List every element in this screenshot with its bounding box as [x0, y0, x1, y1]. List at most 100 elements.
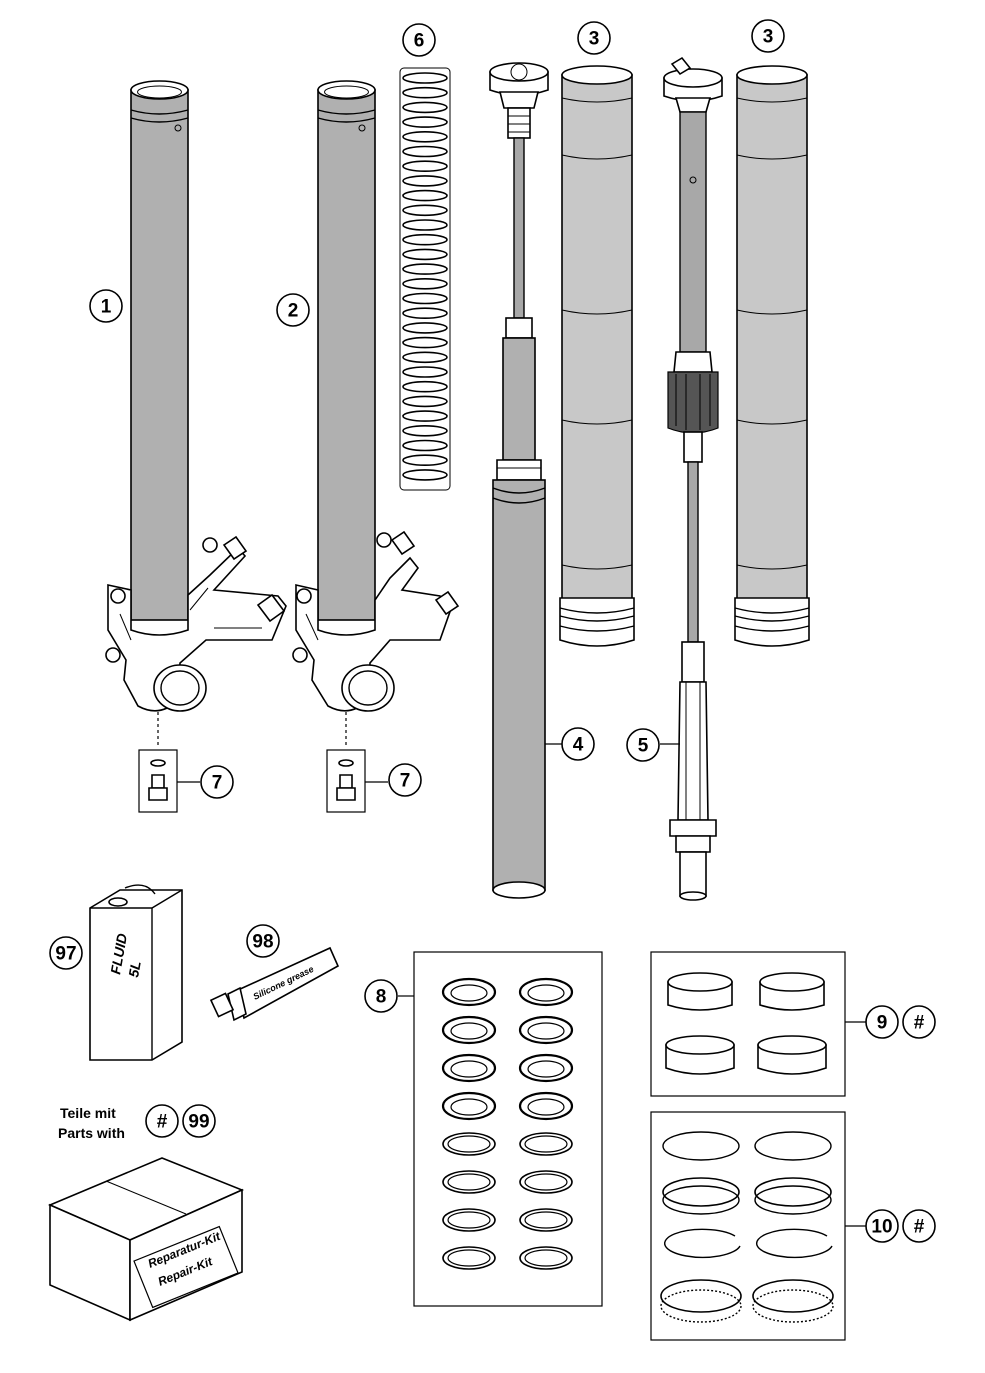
svg-text:9: 9 [877, 1013, 888, 1034]
bushing-ring-inner [447, 1173, 491, 1191]
bushing-ring-inner [447, 1249, 491, 1267]
bushing-ring [519, 1208, 573, 1232]
spring-coil [402, 277, 448, 290]
svg-text:6: 6 [414, 31, 425, 52]
callout-6: 6 [402, 23, 436, 57]
repair-kit-box: Reparatur-Kit Repair-Kit [47, 1157, 245, 1322]
spring-coil [402, 439, 448, 452]
callout-10-hash: # [902, 1209, 936, 1243]
bushing-ring-inner [527, 1022, 565, 1040]
bushing-ring-inner [450, 1060, 488, 1078]
inner-tube-right [734, 65, 810, 647]
spring-coil [402, 395, 448, 408]
bushing-ring-inner [524, 1249, 568, 1267]
spring-coil [402, 189, 448, 202]
callout-4: 4 [561, 727, 595, 761]
bushing-ring [442, 1246, 496, 1270]
cartridge-right [663, 56, 723, 901]
bushing-ring [519, 1246, 573, 1270]
spring-coil [402, 116, 448, 128]
spring-coil [402, 72, 448, 84]
svg-text:97: 97 [55, 944, 76, 965]
bushing-ring-inner [450, 1022, 488, 1040]
spring-coil [402, 307, 448, 320]
outer-tube-left [105, 80, 287, 712]
spring-coil [402, 175, 448, 187]
callout-2: 2 [276, 293, 310, 327]
svg-text:99: 99 [188, 1112, 209, 1133]
fork-spring [399, 67, 451, 491]
callout-1: 1 [89, 289, 123, 323]
spring-coil [402, 145, 448, 158]
spring-coil [402, 336, 448, 349]
spring-coil [402, 86, 448, 99]
callout-99-hash: # [145, 1104, 179, 1138]
svg-text:5: 5 [638, 736, 649, 757]
bushing-ring-inner [447, 1211, 491, 1229]
callout-10: 10 [865, 1209, 899, 1243]
svg-text:3: 3 [589, 29, 600, 50]
svg-text:8: 8 [376, 987, 387, 1008]
callout-7-right: 7 [388, 763, 422, 797]
callout-3-left: 3 [577, 21, 611, 55]
callout-9-hash: # [902, 1005, 936, 1039]
svg-text:2: 2 [288, 301, 299, 322]
bushing-ring-inner [527, 1060, 565, 1078]
cartridge-left [489, 62, 549, 899]
svg-text:3: 3 [763, 27, 774, 48]
inner-tube-left [559, 65, 635, 647]
svg-text:10: 10 [871, 1217, 892, 1238]
drain-screw-left [138, 712, 178, 813]
fluid-volume-label: 5L [125, 960, 144, 979]
spring-coil [402, 424, 448, 437]
spring-coil [402, 366, 448, 378]
svg-text:98: 98 [252, 932, 273, 953]
note-line-de: Teile mit [60, 1105, 116, 1121]
svg-text:4: 4 [573, 735, 584, 756]
spring-coil [402, 351, 448, 364]
bushing-ring-inner [524, 1135, 568, 1153]
bushing-ring [442, 1132, 496, 1156]
svg-text:#: # [914, 1217, 925, 1238]
spring-coil [402, 263, 448, 275]
spring-coil [402, 131, 448, 143]
spring-coil [402, 248, 448, 261]
callout-3-right: 3 [751, 19, 785, 53]
svg-text:#: # [157, 1112, 168, 1133]
bushing-ring-inner [524, 1173, 568, 1191]
callout-5: 5 [626, 728, 660, 762]
seal-set [650, 1111, 866, 1341]
svg-text:1: 1 [101, 297, 112, 318]
spring-coil [402, 160, 448, 172]
spring-coil [402, 454, 448, 467]
silicone-grease-tube: Silicone grease [209, 946, 340, 1022]
bushing-ring-inner [447, 1135, 491, 1153]
bushing-ring [442, 1170, 496, 1194]
spring-coil [402, 380, 448, 393]
outer-tube-right [292, 80, 460, 712]
spring-coil [402, 233, 448, 246]
bushing-ring-inner [527, 1098, 565, 1116]
svg-text:7: 7 [212, 773, 223, 794]
callout-8: 8 [364, 979, 398, 1013]
note-line-en: Parts with [58, 1125, 125, 1141]
spring-coil [402, 292, 448, 305]
callout-9: 9 [865, 1005, 899, 1039]
fluid-label: FLUID [107, 932, 130, 975]
spring-coil [402, 410, 448, 422]
bushing-ring-inner [450, 1098, 488, 1116]
callout-7-left: 7 [200, 765, 234, 799]
fork-fluid-can: FLUID 5L [89, 884, 183, 1061]
callout-99: 99 [182, 1104, 216, 1138]
callout-98: 98 [246, 924, 280, 958]
spring-coil [402, 469, 448, 481]
bushing-set [413, 951, 603, 1307]
spring-coil [402, 322, 448, 334]
bushing-ring-inner [527, 984, 565, 1002]
bushing-ring-inner [450, 984, 488, 1002]
svg-text:7: 7 [400, 771, 411, 792]
bushing-ring [519, 1132, 573, 1156]
spring-coil [402, 101, 448, 114]
svg-text:#: # [914, 1013, 925, 1034]
